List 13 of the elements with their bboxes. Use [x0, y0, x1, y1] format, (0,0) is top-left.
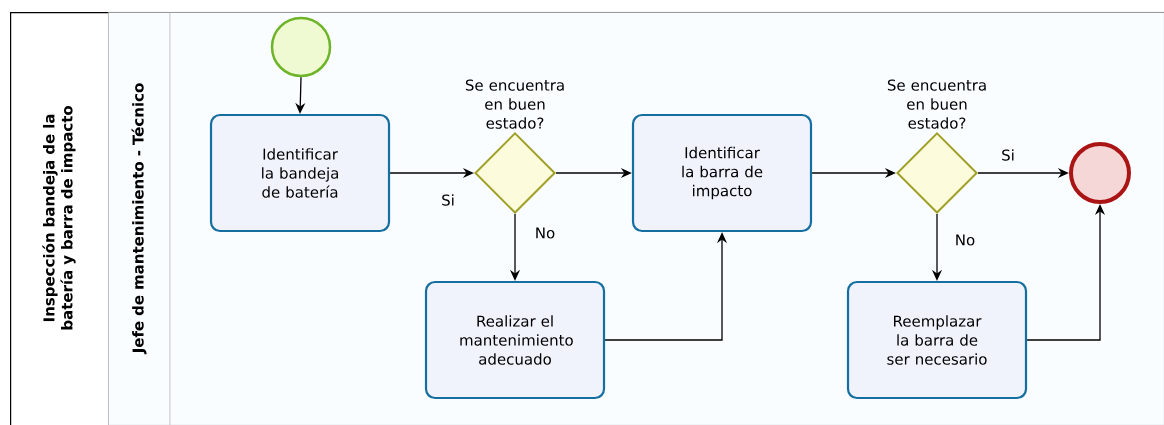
edge-label: No: [533, 226, 557, 240]
start-event-circle: [270, 16, 332, 78]
node-label: Se encuentra en buen estado?: [465, 79, 564, 129]
node-label: Se encuentra en buen estado?: [887, 79, 986, 129]
task-box: Reemplazar la barra de ser necesario: [846, 280, 1028, 400]
node-label: Jefe de mantenimiento - Técnico: [131, 83, 147, 355]
edge-label: Si: [440, 193, 456, 207]
task-box: Identificar la barra de impacto: [631, 113, 813, 233]
edge-label: No: [953, 233, 977, 247]
edge-label: Si: [1000, 148, 1016, 162]
end-event-circle: [1069, 142, 1131, 204]
task-box: Identificar la bandeja de batería: [209, 113, 391, 233]
task-box: Realizar el mantenimiento adecuado: [424, 280, 606, 400]
